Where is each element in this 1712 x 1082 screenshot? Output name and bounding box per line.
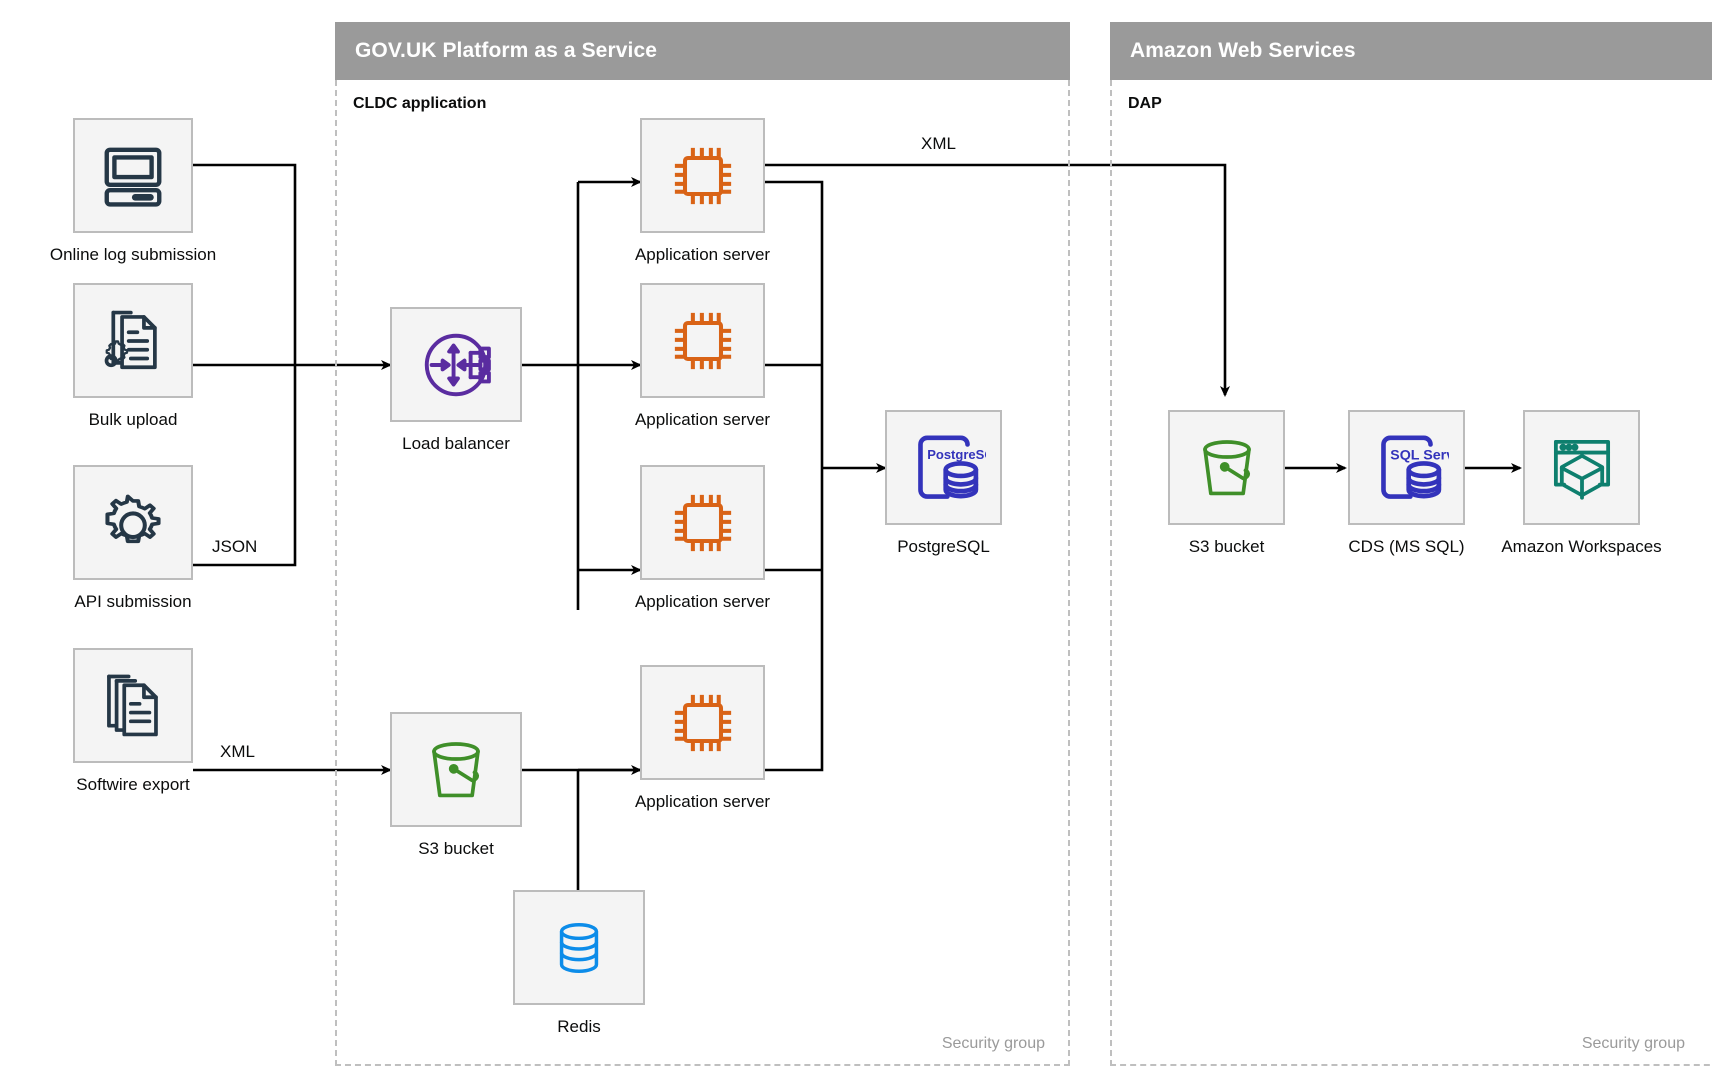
- document-stack-icon: [107, 674, 158, 736]
- gear-icon: [105, 494, 161, 543]
- group-header-paas: GOV.UK Platform as a Service: [335, 22, 1070, 80]
- bulk-upload-icon-box: [73, 283, 193, 398]
- wire-online-log: [193, 163, 297, 365]
- node-s3-bucket-aws[interactable]: S3 bucket: [1168, 410, 1285, 570]
- node-online-log-submission[interactable]: Online log submission: [50, 118, 216, 278]
- online-log-icon-box: [73, 118, 193, 233]
- load-balancer-icon: [424, 333, 491, 396]
- security-group-label-aws: Security group: [1581, 1035, 1685, 1052]
- redis-database-icon: [559, 922, 599, 973]
- node-label-api-submission: API submission: [74, 592, 192, 611]
- node-label-amazon-workspaces: Amazon Workspaces: [1501, 537, 1662, 556]
- cpu-chip-icon: [674, 494, 731, 551]
- cpu-chip-icon: [674, 312, 731, 369]
- node-cds-ms-sql[interactable]: SQL Server CDS (MS SQL): [1348, 410, 1465, 570]
- wire-api-submission: [193, 365, 297, 567]
- cpu-chip-icon: [674, 694, 731, 751]
- load-balancer-icon-box: [390, 307, 522, 422]
- api-submission-icon-box: [73, 465, 193, 580]
- node-label-redis: Redis: [557, 1017, 601, 1036]
- softwire-export-icon-box: [73, 648, 193, 763]
- node-application-server-1[interactable]: Application server: [635, 118, 770, 278]
- app-server-1-icon-box: [640, 118, 765, 233]
- s3-bucket-icon: [1202, 439, 1251, 495]
- group-header-aws: Amazon Web Services: [1110, 22, 1712, 80]
- amazon-workspaces-icon: [1553, 439, 1610, 500]
- node-s3-bucket-paas[interactable]: S3 bucket: [390, 712, 522, 872]
- node-application-server-3[interactable]: Application server: [635, 465, 770, 625]
- group-title-paas: GOV.UK Platform as a Service: [355, 39, 657, 62]
- node-label-application-server-2: Application server: [634, 410, 771, 429]
- node-label-softwire-export: Softwire export: [76, 775, 190, 794]
- s3-bucket-icon: [432, 741, 480, 797]
- cpu-chip-icon: [674, 147, 731, 204]
- node-load-balancer[interactable]: Load balancer: [390, 307, 522, 467]
- postgresql-badge-text: PostgreSQL: [927, 446, 986, 461]
- node-api-submission[interactable]: API submission: [73, 465, 193, 625]
- s3-bucket-aws-icon-box: [1168, 410, 1285, 525]
- node-application-server-2[interactable]: Application server: [635, 283, 770, 443]
- node-label-application-server-4: Application server: [634, 792, 771, 811]
- node-bulk-upload[interactable]: Bulk upload: [73, 283, 193, 443]
- amazon-workspaces-icon-box: [1523, 410, 1640, 525]
- node-label-application-server-1: Application server: [634, 245, 771, 264]
- node-label-online-log-submission: Online log submission: [49, 245, 217, 264]
- postgresql-icon-box: PostgreSQL: [885, 410, 1002, 525]
- node-amazon-workspaces[interactable]: Amazon Workspaces: [1501, 410, 1662, 570]
- app-server-3-icon-box: [640, 465, 765, 580]
- sub-label-dap: DAP: [1128, 95, 1162, 112]
- sql-server-icon: SQL Server: [1380, 434, 1449, 499]
- s3-bucket-paas-icon-box: [390, 712, 522, 827]
- group-title-aws: Amazon Web Services: [1130, 39, 1356, 62]
- edge-label-json: JSON: [206, 537, 264, 557]
- node-label-load-balancer: Load balancer: [402, 434, 510, 453]
- document-gear-icon: [104, 310, 157, 369]
- group-body-aws: [1110, 80, 1712, 1066]
- app-server-4-icon-box: [640, 665, 765, 780]
- postgresql-icon: PostgreSQL: [917, 434, 986, 499]
- sql-server-badge-text: SQL Server: [1390, 447, 1449, 463]
- node-redis[interactable]: Redis: [513, 890, 645, 1050]
- desktop-computer-icon: [104, 147, 162, 207]
- node-label-postgresql: PostgreSQL: [897, 537, 990, 556]
- node-label-cds-ms-sql: CDS (MS SQL): [1348, 537, 1465, 556]
- node-label-s3-bucket-paas: S3 bucket: [418, 839, 494, 858]
- node-label-application-server-3: Application server: [634, 592, 771, 611]
- cds-icon-box: SQL Server: [1348, 410, 1465, 525]
- security-group-label-paas: Security group: [941, 1035, 1045, 1052]
- app-server-2-icon-box: [640, 283, 765, 398]
- node-softwire-export[interactable]: Softwire export: [73, 648, 193, 808]
- edge-label-xml-dap: XML: [915, 134, 962, 154]
- node-postgresql[interactable]: PostgreSQL PostgreSQL: [885, 410, 1002, 570]
- sub-label-cldc: CLDC application: [353, 95, 487, 112]
- group-body-paas: [335, 80, 1070, 1066]
- node-label-s3-bucket-aws: S3 bucket: [1188, 537, 1265, 556]
- edge-label-xml-softwire: XML: [214, 742, 261, 762]
- node-application-server-4[interactable]: Application server: [635, 665, 770, 825]
- node-label-bulk-upload: Bulk upload: [88, 410, 178, 429]
- redis-icon-box: [513, 890, 645, 1005]
